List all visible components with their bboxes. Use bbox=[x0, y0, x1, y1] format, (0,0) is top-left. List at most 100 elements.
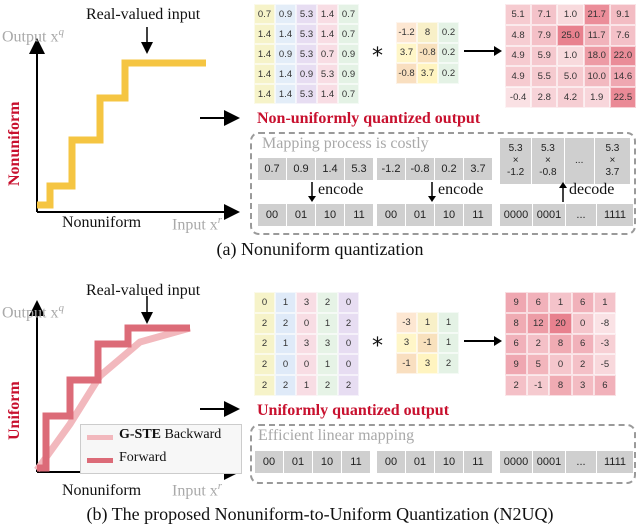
code-cell: 1111 bbox=[597, 204, 634, 226]
matrix-cell: 4.9 bbox=[505, 45, 532, 67]
matrix-cell: 1 bbox=[275, 333, 296, 355]
matrix-cell: 0.7 bbox=[338, 24, 359, 44]
matrix-cell: 1 bbox=[317, 354, 338, 376]
matrix-cell: 0.2 bbox=[438, 63, 459, 84]
matrix-cell: 0.9 bbox=[275, 4, 296, 24]
matrix-cell: 0 bbox=[571, 312, 594, 334]
conv-result-arrow-b bbox=[464, 336, 502, 346]
input-label: Real-valued input bbox=[86, 6, 201, 23]
product-term: 5.3 bbox=[540, 143, 555, 154]
matrix-cell: 0.7 bbox=[338, 4, 359, 24]
product-cell: 5.3×-0.8 bbox=[532, 138, 565, 184]
product-term: 3.7 bbox=[605, 167, 620, 178]
matrix-cell: 1.4 bbox=[254, 24, 275, 44]
matrix-cell: 0.2 bbox=[438, 22, 459, 43]
matrix-cell: 6 bbox=[571, 333, 594, 355]
matrix-cell: 1.4 bbox=[254, 44, 275, 64]
matrix-cell: 25.0 bbox=[557, 24, 584, 46]
code-cell: 11 bbox=[464, 204, 493, 226]
matrix-cell: 0.9 bbox=[338, 64, 359, 84]
matrix-cell: 2 bbox=[275, 312, 296, 334]
code-cell: 11 bbox=[345, 204, 374, 226]
nonuniform-output-label: Non-uniformly quantized output bbox=[257, 110, 481, 127]
matrix-cell: -0.4 bbox=[505, 87, 532, 108]
matrix-cell: 0 bbox=[338, 354, 359, 376]
code-cell: 10 bbox=[435, 204, 464, 226]
matrix-cell: 6 bbox=[505, 333, 528, 355]
matrix-cell: 8 bbox=[549, 333, 572, 355]
matrix-cell: 1.4 bbox=[317, 4, 338, 24]
matrix-cell: 4.2 bbox=[557, 87, 584, 108]
nonuniform-step-curve bbox=[37, 59, 206, 209]
product-ellipsis: ... bbox=[564, 138, 595, 184]
matrix-cell: 1 bbox=[438, 312, 459, 333]
matrix-cell: 3 bbox=[571, 375, 594, 396]
code-cell: 0.2 bbox=[435, 158, 464, 180]
matrix-cell: 5.3 bbox=[296, 84, 317, 104]
code-cell: 01 bbox=[287, 204, 316, 226]
matrix-cell: 0.2 bbox=[438, 42, 459, 64]
matrix-cell: 5.3 bbox=[296, 44, 317, 64]
matrix-cell: 3 bbox=[417, 353, 438, 374]
code-cell: 3.7 bbox=[464, 158, 493, 180]
decode-label: decode bbox=[569, 181, 615, 198]
matrix-cell: 3.7 bbox=[417, 63, 438, 84]
matrix-cell: 5 bbox=[527, 354, 550, 376]
matrix-cell: 3 bbox=[296, 292, 317, 313]
matrix-cell: -8 bbox=[593, 312, 616, 334]
matrix-cell: 5.3 bbox=[296, 24, 317, 44]
matrix-cell: -3 bbox=[593, 333, 616, 355]
matrix-cell: 22.0 bbox=[609, 45, 636, 67]
matrix-cell: 9 bbox=[505, 292, 528, 313]
matrix-cell: -0.8 bbox=[396, 63, 417, 84]
matrix-cell: 2 bbox=[275, 375, 296, 396]
code-cell: 00 bbox=[377, 451, 406, 473]
matrix-cell: 1.4 bbox=[275, 64, 296, 84]
matrix-cell: 7.1 bbox=[531, 4, 558, 25]
matrix-cell: 1 bbox=[438, 332, 459, 354]
matrix-cell: 2 bbox=[338, 375, 359, 396]
matrix-cell: 5.5 bbox=[531, 66, 558, 88]
matrix-cell: 2.8 bbox=[531, 87, 558, 108]
legend: G-STE Backward Forward bbox=[80, 424, 242, 474]
matrix-cell: -0.8 bbox=[417, 42, 438, 64]
matrix-cell: 14.6 bbox=[609, 66, 636, 88]
matrix-cell: 5.9 bbox=[531, 45, 558, 67]
matrix-cell: 5.0 bbox=[557, 66, 584, 88]
legend-backward-swatch bbox=[87, 435, 113, 440]
matrix-cell: 6 bbox=[571, 292, 594, 313]
uniform-output-label: Uniformly quantized output bbox=[257, 402, 450, 419]
matrix-cell: 2 bbox=[438, 353, 459, 374]
matrix-cell: 1.4 bbox=[275, 84, 296, 104]
matrix-cell: 0.9 bbox=[338, 44, 359, 64]
matrix-cell: 0 bbox=[296, 354, 317, 376]
product-term: × bbox=[544, 155, 551, 166]
matrix-cell: 3.7 bbox=[396, 42, 417, 64]
matrix-cell: 5.3 bbox=[296, 4, 317, 24]
matrix-cell: 10.0 bbox=[583, 66, 610, 88]
matrix-cell: 2 bbox=[254, 333, 275, 355]
matrix-cell: 1.0 bbox=[557, 4, 584, 25]
matrix-cell: -1.2 bbox=[396, 22, 417, 43]
forward-step-curve bbox=[37, 324, 190, 472]
matrix-cell: 3 bbox=[396, 332, 417, 354]
encode-label-w: encode bbox=[318, 181, 364, 198]
matrix-cell: 1.4 bbox=[317, 84, 338, 104]
x-axis-label: Input xr bbox=[172, 214, 223, 234]
code-cell: ... bbox=[566, 451, 597, 473]
matrix-cell: 0 bbox=[275, 354, 296, 376]
matrix-cell: -1 bbox=[527, 375, 550, 396]
code-cell: -0.8 bbox=[406, 158, 435, 180]
matrix-cell: 7.9 bbox=[531, 24, 558, 46]
matrix-cell: 1.9 bbox=[583, 87, 610, 108]
x-axis-label-b: Input xr bbox=[172, 480, 223, 500]
product-term: 5.3 bbox=[508, 143, 523, 154]
matrix-cell: 4.8 bbox=[505, 24, 532, 46]
